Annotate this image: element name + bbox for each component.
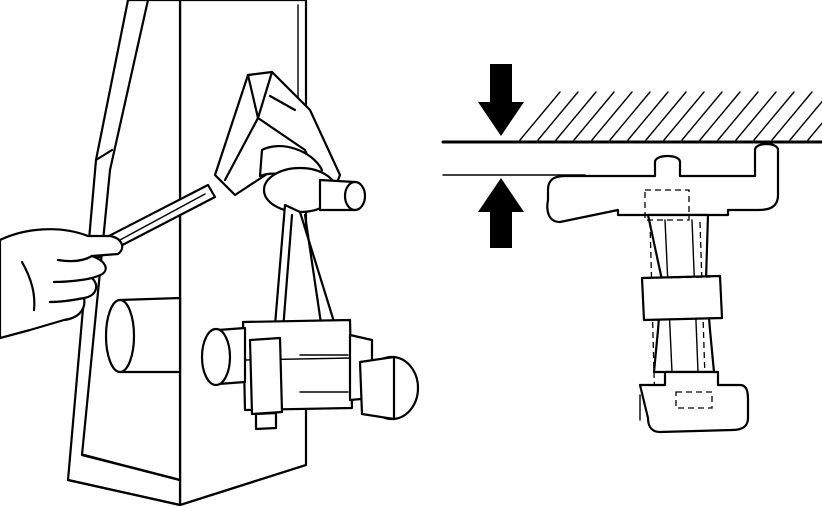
- reference-plate: [441, 91, 822, 176]
- connecting-rod: [200, 166, 420, 431]
- hatch-line: [735, 91, 777, 141]
- hatch-line: [807, 122, 822, 141]
- up-arrow-icon: [478, 178, 524, 248]
- hatch-line: [699, 91, 741, 141]
- hand-icon: [0, 228, 124, 340]
- hatch-line: [717, 91, 759, 141]
- hatch-line: [591, 91, 633, 141]
- hatch-line: [627, 91, 669, 141]
- hatch-line: [663, 91, 705, 141]
- fixture-arbor: [104, 296, 182, 374]
- hatch-line: [555, 91, 597, 141]
- hatch-line: [681, 91, 723, 141]
- hatch-line: [789, 100, 822, 141]
- hatch-line: [609, 91, 651, 141]
- hatch-line: [771, 91, 813, 141]
- hatch-line: [753, 91, 795, 141]
- hatch-line: [645, 91, 687, 141]
- hatch-line: [537, 91, 579, 141]
- hatch-line: [519, 91, 561, 141]
- hatch-line: [573, 91, 615, 141]
- down-arrow-icon: [478, 64, 524, 136]
- rod-side-view: [546, 142, 780, 434]
